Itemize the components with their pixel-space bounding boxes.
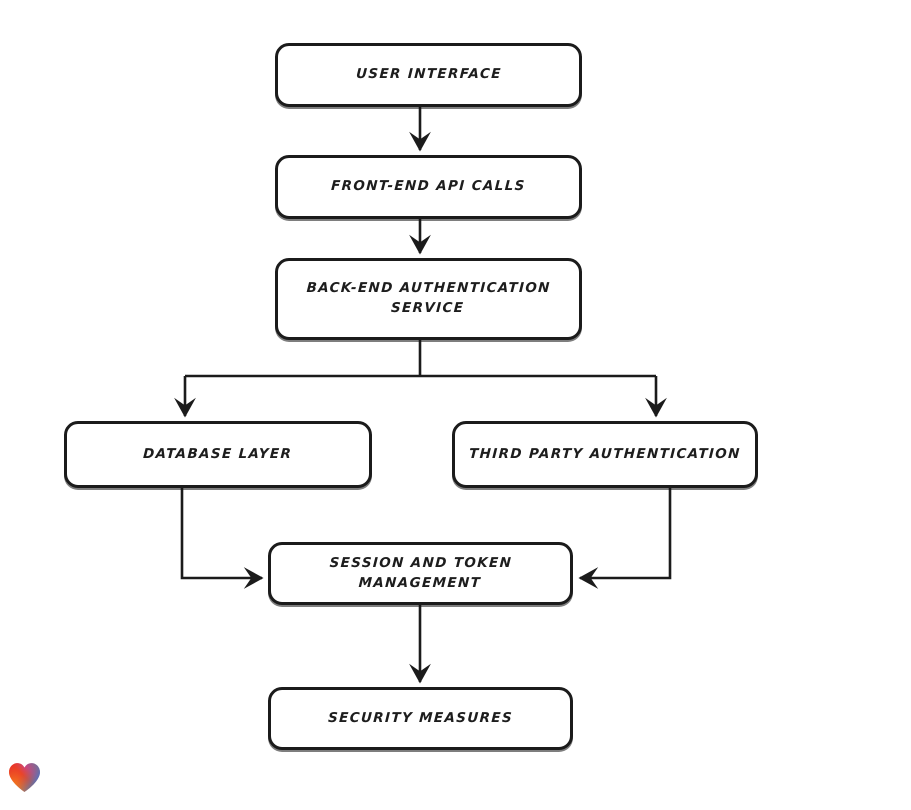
node-third-party-authentication-label: THIRD PARTY AUTHENTICATION [468, 445, 742, 462]
edge-database-to-session [180, 488, 264, 589]
heart-icon [9, 763, 40, 792]
node-security-measures-label: SECURITY MEASURES [327, 709, 514, 726]
node-user-interface[interactable]: USER INTERFACE [275, 43, 582, 107]
node-backend-authentication-service-label: BACK-END AUTHENTICATION SERVICE [306, 280, 552, 316]
edge-third-party-to-session [578, 488, 672, 589]
node-database-layer-label: DATABASE LAYER [143, 445, 294, 462]
node-security-measures[interactable]: SECURITY MEASURES [268, 687, 573, 750]
node-database-layer[interactable]: DATABASE LAYER [64, 421, 372, 488]
node-third-party-authentication[interactable]: THIRD PARTY AUTHENTICATION [452, 421, 758, 488]
node-session-and-token-management-label: SESSION AND TOKEN MANAGEMENT [329, 554, 513, 591]
node-user-interface-label: USER INTERFACE [355, 66, 502, 83]
node-backend-authentication-service[interactable]: BACK-END AUTHENTICATION SERVICE [275, 258, 582, 340]
node-frontend-api-calls-label: FRONT-END API CALLS [330, 178, 527, 195]
node-frontend-api-calls[interactable]: FRONT-END API CALLS [275, 155, 582, 219]
node-session-and-token-management[interactable]: SESSION AND TOKEN MANAGEMENT [268, 542, 573, 605]
